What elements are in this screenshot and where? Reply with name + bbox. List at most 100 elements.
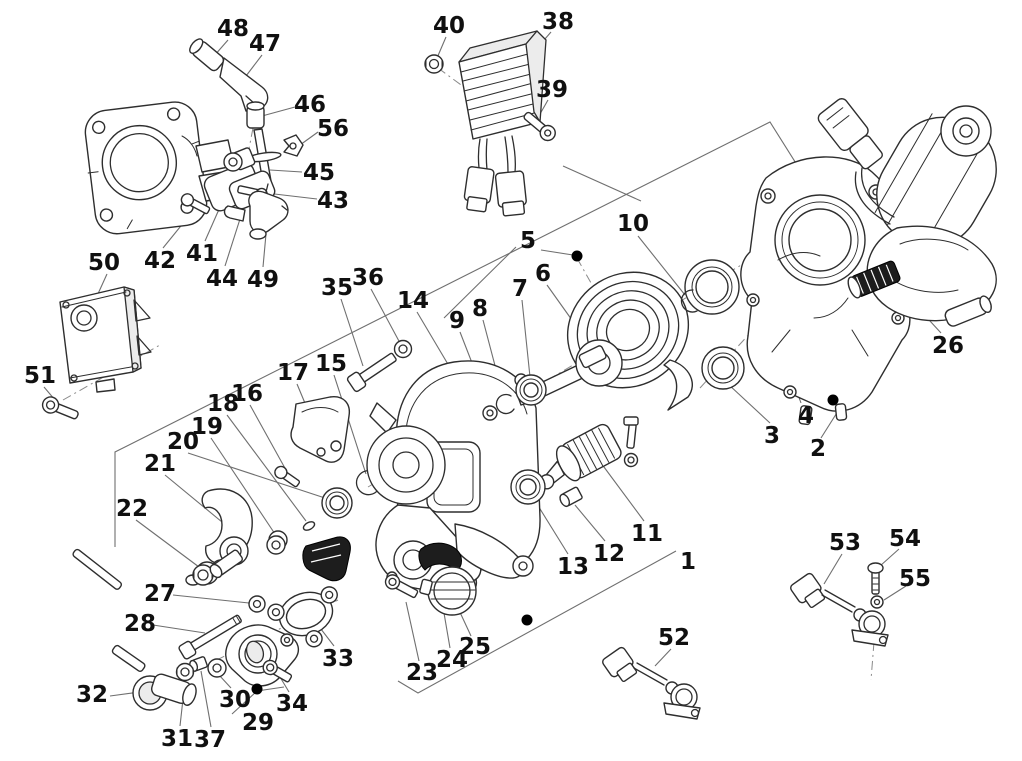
oil-seal-small-3 (701, 346, 745, 390)
bolt-35 (346, 352, 397, 393)
callout-46: 46 (294, 92, 326, 118)
washer-55 (870, 595, 884, 609)
starter-motor-26 (817, 98, 997, 327)
callout-12: 12 (593, 541, 625, 567)
connector (463, 166, 495, 213)
callout-17: 17 (277, 360, 309, 386)
callout-29: 29 (242, 710, 274, 736)
speed-sensor-52 (602, 646, 701, 720)
washer-36 (393, 339, 413, 359)
washer-30 (207, 658, 227, 678)
callout-7: 7 (512, 276, 528, 302)
callout-24: 24 (436, 647, 468, 673)
stud-rod (72, 548, 123, 590)
elbow-49 (248, 190, 289, 234)
injector-assembly (180, 38, 304, 240)
callout-55: 55 (899, 566, 931, 592)
speed-sensor-53 (790, 572, 889, 647)
clip-56 (283, 134, 304, 157)
bolt-and-nut (623, 416, 639, 468)
callout-2: 2 (810, 436, 826, 462)
bolt-23 (384, 574, 419, 599)
callout-41: 41 (186, 241, 218, 267)
washer (266, 535, 286, 555)
bolt-16 (274, 465, 301, 488)
spacer-6 (578, 345, 607, 369)
callout-49: 49 (247, 267, 279, 293)
callout-10: 10 (617, 211, 649, 237)
callout-15: 15 (315, 351, 347, 377)
snap-ring-10 (680, 289, 698, 313)
callout-4: 4 (798, 403, 814, 429)
callout-52: 52 (658, 625, 690, 651)
bolt-42 (180, 193, 211, 215)
ecu-unit (41, 286, 152, 420)
callout-37: 37 (194, 727, 226, 753)
bearing-7 (515, 374, 547, 406)
pin-12 (559, 486, 583, 508)
callout-13: 13 (557, 554, 589, 580)
callout-53: 53 (829, 530, 861, 556)
callout-47: 47 (249, 31, 281, 57)
nut-31 (175, 662, 195, 682)
callout-43: 43 (317, 188, 349, 214)
callout-labels: 1234567891011121314151617181920212223242… (24, 9, 964, 753)
callout-23: 23 (406, 660, 438, 686)
cylinder-head (84, 101, 243, 235)
callout-14: 14 (397, 288, 429, 314)
callout-5: 5 (520, 228, 536, 254)
clip-18 (302, 521, 316, 531)
callout-39: 39 (536, 77, 568, 103)
callout-19: 19 (191, 414, 223, 440)
callout-48: 48 (217, 16, 249, 42)
callout-35: 35 (321, 275, 353, 301)
callout-50: 50 (88, 250, 120, 276)
callout-40: 40 (433, 13, 465, 39)
callout-31: 31 (161, 726, 193, 752)
callout-22: 22 (116, 496, 148, 522)
bearing-20 (321, 487, 353, 519)
nut-40 (424, 54, 444, 74)
callout-30: 30 (219, 687, 251, 713)
callout-26: 26 (932, 333, 964, 359)
bolt-34 (262, 659, 293, 683)
washer-9 (482, 405, 498, 421)
callout-33: 33 (322, 646, 354, 672)
callout-20: 20 (167, 429, 199, 455)
callout-54: 54 (889, 526, 921, 552)
callout-56: 56 (317, 116, 349, 142)
callout-38: 38 (542, 9, 574, 35)
bearing-13 (510, 469, 546, 505)
spark-plug-cap (189, 38, 225, 72)
callout-16: 16 (231, 381, 263, 407)
circlip-8 (495, 393, 515, 415)
screw-39 (523, 111, 556, 142)
callout-45: 45 (303, 160, 335, 186)
crankcase-half (740, 156, 911, 426)
gasket-33 (267, 586, 338, 648)
bracket-cover-17 (290, 396, 351, 463)
clamp-25 (419, 566, 477, 616)
callout-32: 32 (76, 682, 108, 708)
bolt-28 (178, 614, 242, 660)
oil-seal-large (684, 259, 740, 315)
callout-44: 44 (206, 266, 238, 292)
callout-21: 21 (144, 451, 176, 477)
callout-34: 34 (276, 691, 308, 717)
plug-cap-tube (219, 57, 269, 112)
callout-6: 6 (535, 261, 551, 287)
rubber-buffer (302, 536, 351, 582)
oil-sensor-32 (111, 644, 197, 711)
callout-18: 18 (207, 391, 239, 417)
shaft-piece (209, 549, 244, 579)
callout-27: 27 (144, 581, 176, 607)
callout-36: 36 (352, 265, 384, 291)
callout-3: 3 (764, 423, 780, 449)
motor-connector (817, 98, 883, 170)
callout-9: 9 (449, 308, 465, 334)
bolt-51 (41, 396, 79, 420)
washer-27 (248, 595, 266, 613)
callout-11: 11 (631, 521, 663, 547)
spacer-37 (189, 656, 208, 672)
